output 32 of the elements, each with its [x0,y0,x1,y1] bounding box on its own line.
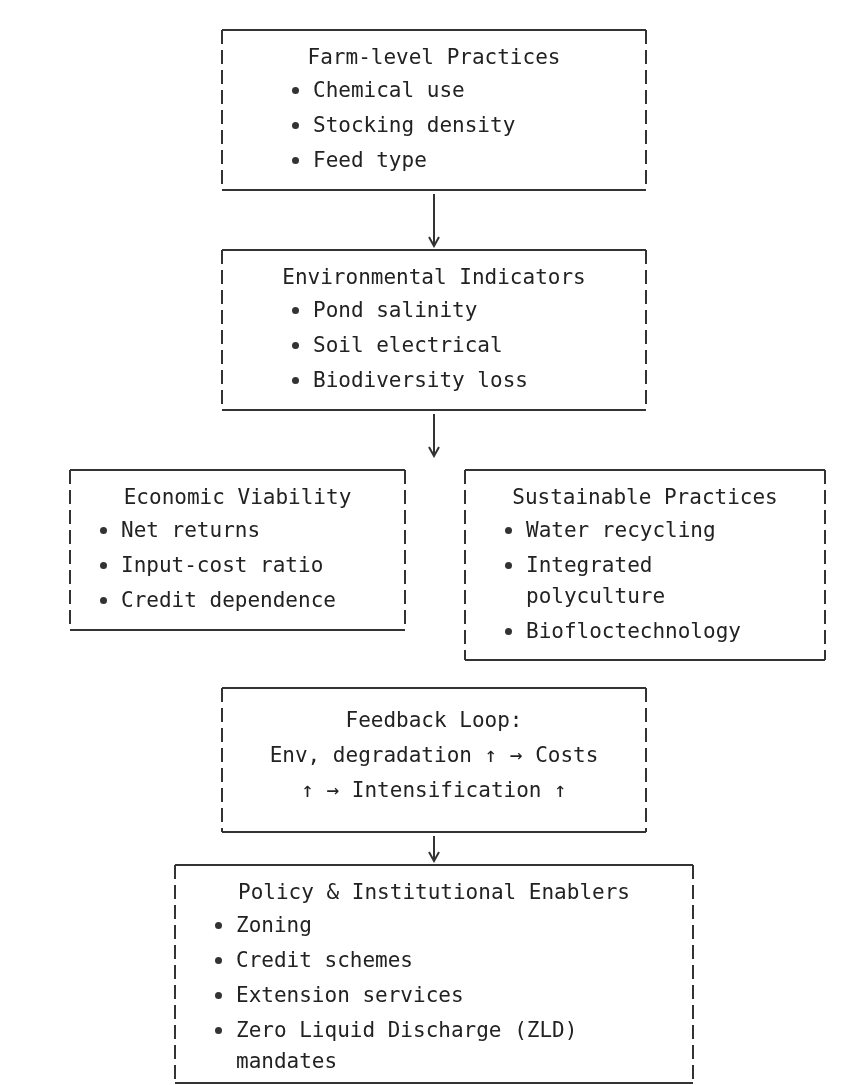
box-heading: Farm-level Practices [306,44,562,71]
arrow [428,413,440,457]
bullet-text: Input-cost ratio [121,552,324,579]
process-box [222,688,646,832]
box-heading: Sustainable Practices [511,484,779,511]
bullet-text: Stocking density [313,112,516,139]
bullet-text: Net returns [121,517,261,544]
process-box [222,30,646,190]
process-box [70,470,405,630]
bullet-text: Integrated polyculture [526,552,667,610]
bullet-text: Extension services [236,982,464,1009]
bullet-text: Credit schemes [236,947,413,974]
box-heading: Economic Viability [122,484,353,511]
bullet-text: Zoning [236,912,312,939]
box-heading: Feedback Loop: [344,707,524,734]
process-box [175,865,693,1083]
box-text: Env, degradation ↑ → Costs ↑ → Intensification ↑ [268,742,600,804]
box-heading: Policy & Institutional Enablers [237,879,631,906]
bullet-text: Credit dependence [121,587,336,614]
arrow [428,193,440,247]
bullet-text: Chemical use [313,77,465,104]
process-box [465,470,825,660]
box-heading: Environmental Indicators [281,264,587,291]
bullet-text: Biofloctechnology [526,618,741,645]
bullet-text: Pond salinity [313,297,478,324]
process-box [222,250,646,410]
arrow [428,835,440,862]
bullet-text: Soil electrical [313,332,503,359]
bullet-text: Biodiversity loss [313,367,528,394]
bullet-text: Zero Liquid Discharge (ZLD) mandates [236,1017,579,1075]
bullet-text: Water recycling [526,517,716,544]
bullet-text: Feed type [313,147,427,174]
